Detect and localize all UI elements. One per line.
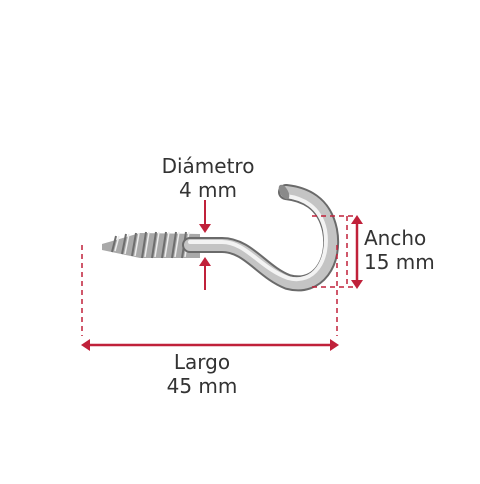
length-value: 45 mm — [166, 374, 238, 398]
screw-hook-icon — [102, 184, 340, 292]
length-label-text: Largo — [173, 350, 231, 374]
width-dimension — [312, 215, 363, 289]
width-value: 15 mm — [364, 250, 435, 274]
length-dimension — [81, 245, 339, 351]
diameter-label-text: Diámetro — [161, 154, 255, 178]
width-label-text: Ancho — [364, 226, 427, 250]
diameter-label: Diámetro 4 mm — [160, 154, 256, 202]
diameter-dimension — [199, 200, 211, 290]
width-label: Ancho 15 mm — [364, 226, 448, 274]
screw-thread — [102, 231, 200, 259]
diameter-value: 4 mm — [178, 178, 238, 202]
length-label: Largo 45 mm — [164, 350, 240, 398]
